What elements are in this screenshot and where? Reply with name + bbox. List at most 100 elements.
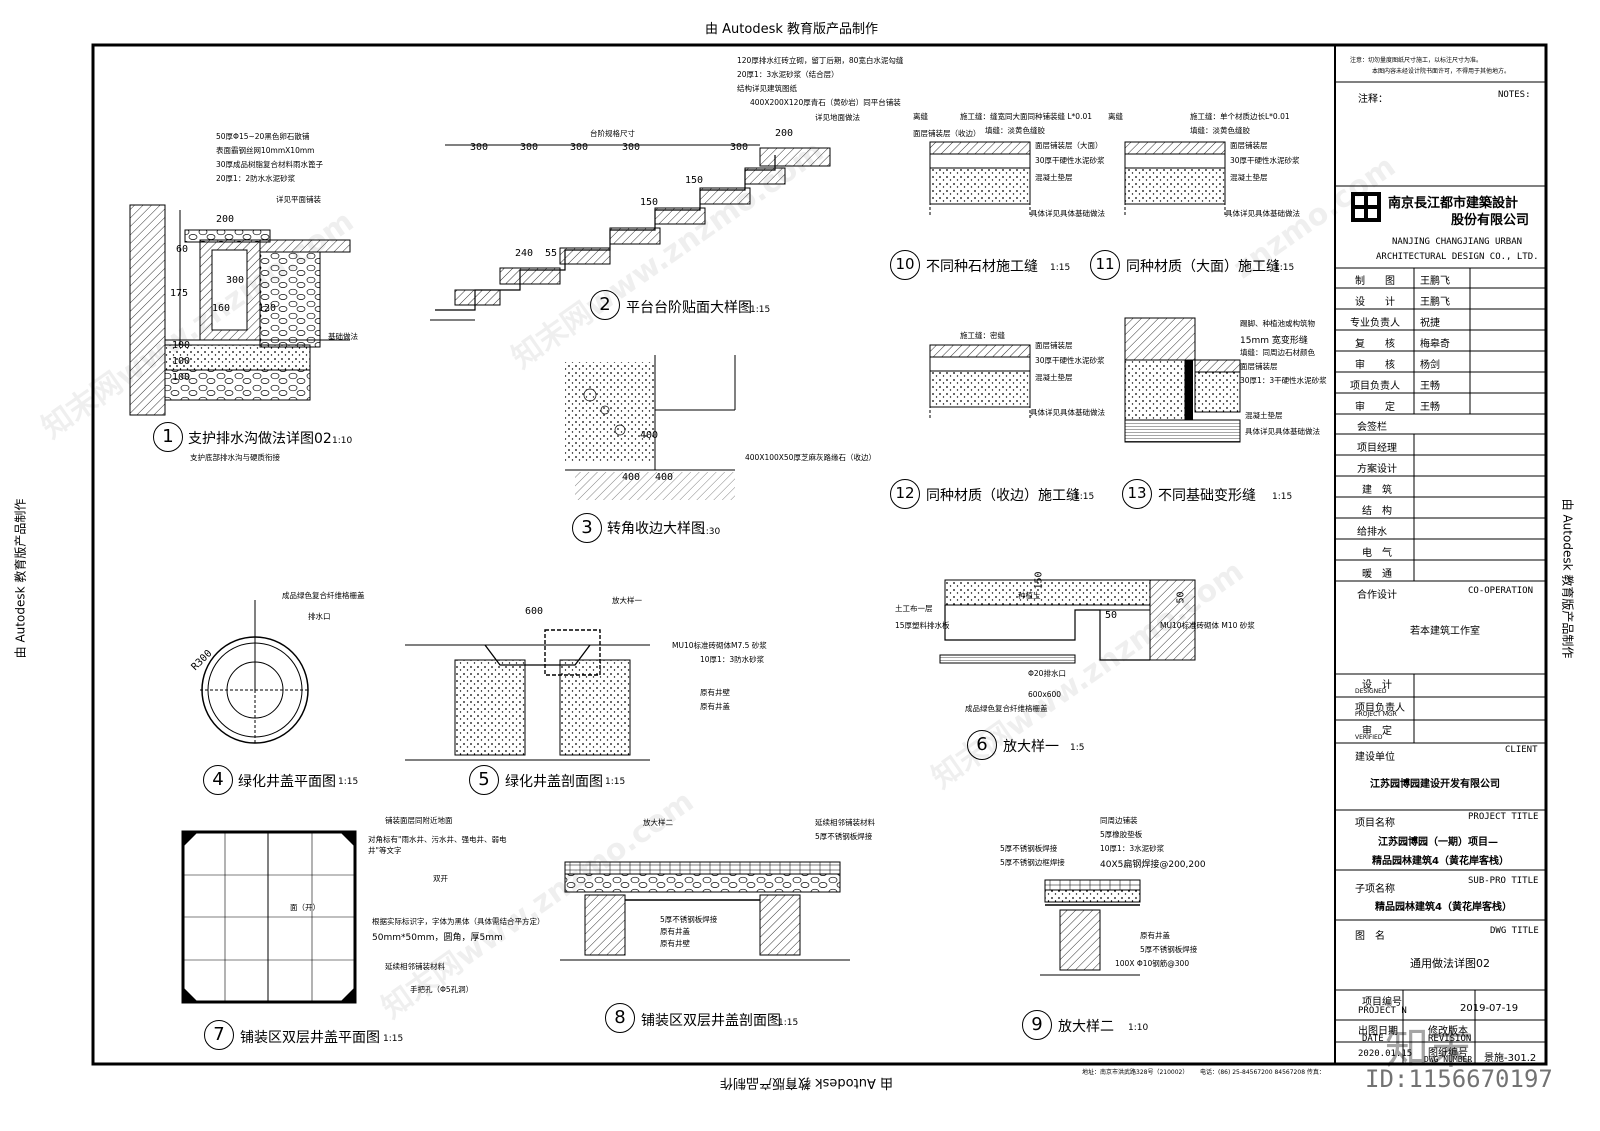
company-name-en-2: ARCHITECTURAL DESIGN CO., LTD. bbox=[1376, 252, 1539, 262]
annotation: 50mm*50mm，圆角，厚5mm bbox=[372, 933, 503, 943]
annotation: 面层铺装层 bbox=[1230, 141, 1268, 150]
role-name: 王畅 bbox=[1420, 381, 1440, 392]
dwg-title: 通用做法详图02 bbox=[1410, 957, 1490, 970]
client-label: 建设单位 bbox=[1355, 752, 1395, 763]
annotation: 5厚不锈钢板焊接 bbox=[815, 832, 873, 841]
date-label-en: DATE bbox=[1362, 1034, 1384, 1044]
detail-1-drawing bbox=[129, 204, 351, 416]
role-name: 杨剑 bbox=[1420, 360, 1440, 371]
designed-label-en: DESIGNED bbox=[1355, 688, 1387, 695]
detail-13-drawing bbox=[1124, 317, 1241, 443]
detail-scale: 1:15 bbox=[778, 1018, 799, 1028]
annotation: 原有井壁 bbox=[700, 688, 730, 697]
annotation: 30厚干硬性水泥砂浆 bbox=[1230, 156, 1300, 165]
detail-number: 5 bbox=[469, 765, 499, 795]
right-banner: 由 Autodesk 教育版产品制作 bbox=[1560, 498, 1575, 659]
company-phone: 电话：(86) 25-84567200 84567208 传真： bbox=[1200, 1069, 1325, 1076]
coop-label: 合作设计 bbox=[1357, 590, 1397, 601]
verified-label-en: VERIFIED bbox=[1355, 734, 1383, 741]
dimension: 300 bbox=[570, 142, 589, 153]
annotation: 10厚1：3防水砂浆 bbox=[700, 655, 765, 664]
detail-title: 铺装区双层井盖平面图 bbox=[240, 1030, 380, 1046]
detail-number: 8 bbox=[605, 1003, 635, 1033]
dimension: 150 bbox=[1033, 571, 1045, 590]
date-value: 2020.01.15 bbox=[1358, 1049, 1413, 1059]
dimension: 300 bbox=[730, 142, 749, 153]
subpro-label-en: SUB-PRO TITLE bbox=[1468, 876, 1539, 886]
detail-scale: 1:15 bbox=[750, 305, 771, 315]
detail-number: 2 bbox=[590, 290, 620, 320]
dwgno-label-en: DWG NUMBER bbox=[1424, 1055, 1473, 1064]
dimension: 120 bbox=[258, 303, 277, 314]
annotation: 具体详见具体基础做法 bbox=[1245, 427, 1320, 436]
bottom-banner: 由 Autodesk 教育版产品制作 bbox=[720, 1075, 893, 1090]
company-address: 地址：南京市洪武路328号（210002） bbox=[1082, 1069, 1189, 1076]
dimension: 240 bbox=[515, 248, 534, 259]
detail-number: 12 bbox=[890, 479, 920, 509]
annotation: 延续相邻铺装材料 bbox=[385, 962, 445, 971]
role-label: 审 核 bbox=[1355, 360, 1395, 371]
company-logo bbox=[1351, 192, 1381, 222]
annotation: 排水口 bbox=[308, 612, 331, 621]
client-label-en: CLIENT bbox=[1505, 745, 1538, 755]
annotation: 施工缝：单个材质边长L*0.01 bbox=[1190, 112, 1290, 121]
annotation: 15厚塑料排水板 bbox=[895, 621, 950, 630]
annotation: 30厚干硬性水泥砂浆 bbox=[1035, 156, 1105, 165]
discipline-label: 电 气 bbox=[1362, 548, 1392, 559]
callout-label: 放大样二 bbox=[643, 818, 673, 827]
detail-title: 不同基础变形缝 bbox=[1158, 488, 1256, 504]
annotation: 面层铺装层 bbox=[1035, 341, 1073, 350]
annotation: 5厚不锈钢边框焊接 bbox=[1000, 858, 1065, 867]
annotation: Φ20排水口 bbox=[1028, 669, 1066, 678]
detail-9-drawing bbox=[1040, 879, 1141, 976]
detail-scale: 1:15 bbox=[338, 777, 359, 787]
annotation: 铺装面层同附近地面 bbox=[385, 816, 453, 825]
detail-scale: 1:15 bbox=[383, 1034, 404, 1044]
titleblock-grid bbox=[1335, 81, 1546, 1064]
detail-title: 铺装区双层井盖剖面图 bbox=[641, 1013, 781, 1029]
detail-12-drawing bbox=[929, 344, 1031, 420]
detail-8-drawing bbox=[560, 861, 850, 961]
titleblock-note: 本图内容未经设计院书面许可，不得用于其他地方。 bbox=[1372, 68, 1511, 75]
detail-title: 放大样二 bbox=[1058, 1019, 1114, 1035]
dimension: 150 bbox=[640, 197, 659, 208]
annotation: 原有井盖 bbox=[660, 927, 690, 936]
annotation: 离缝 bbox=[913, 112, 928, 121]
pm-label-en: PROJECT MGR bbox=[1355, 711, 1397, 718]
annotation: 填缝：淡黄色缝胶 bbox=[1190, 126, 1250, 135]
annotation: 具体详见具体基础做法 bbox=[1030, 408, 1105, 417]
discipline-label: 项目经理 bbox=[1357, 443, 1397, 454]
annotation: 混凝土垫层 bbox=[1035, 173, 1073, 182]
dimension: 200 bbox=[216, 214, 235, 225]
annotation: 土工布一层 bbox=[895, 604, 933, 613]
project-name: 江苏园博园（一期）项目— bbox=[1378, 837, 1498, 848]
detail-scale: 1:5 bbox=[1070, 743, 1085, 753]
role-label: 复 核 bbox=[1355, 339, 1395, 350]
role-name: 梅皋奇 bbox=[1420, 339, 1450, 350]
detail-5-drawing bbox=[405, 629, 650, 761]
dimension: 100 bbox=[172, 356, 191, 367]
dimension: 50 bbox=[1175, 591, 1187, 604]
detail-scale: 1:15 bbox=[1074, 492, 1095, 502]
discipline-label: 结 构 bbox=[1362, 506, 1392, 517]
detail-number: 10 bbox=[890, 250, 920, 280]
countersign-label: 会签栏 bbox=[1357, 422, 1387, 433]
coop-label-en: CO-OPERATION bbox=[1468, 586, 1534, 596]
annotation: 5厚不锈钢板焊接 bbox=[660, 915, 718, 924]
detail-10-drawing bbox=[929, 141, 1031, 215]
annotation: 30厚成品树脂复合材料雨水篦子 bbox=[216, 160, 324, 169]
annotation: 30厚干硬性水泥砂浆 bbox=[1035, 356, 1105, 365]
discipline-label: 建 筑 bbox=[1362, 485, 1392, 496]
annotation: 15mm 宽变形缝 bbox=[1240, 336, 1308, 346]
revision-label-en: REVISION bbox=[1428, 1034, 1472, 1044]
role-name: 王鹏飞 bbox=[1420, 297, 1450, 308]
annotation: 填缝：同周边石材颜色 bbox=[1240, 348, 1315, 357]
verified-label: 审 定 bbox=[1362, 726, 1392, 737]
dimension: 300 bbox=[520, 142, 539, 153]
annotation: 400X200X120厚青石（黄砂岩）同平台铺装 bbox=[750, 98, 901, 107]
annotation: 5厚不锈钢板焊接 bbox=[1140, 945, 1198, 954]
detail-6-drawing bbox=[939, 579, 1196, 664]
annotation: 面层铺装层（收边） bbox=[913, 129, 981, 138]
annotation: 详见地面做法 bbox=[815, 113, 860, 122]
